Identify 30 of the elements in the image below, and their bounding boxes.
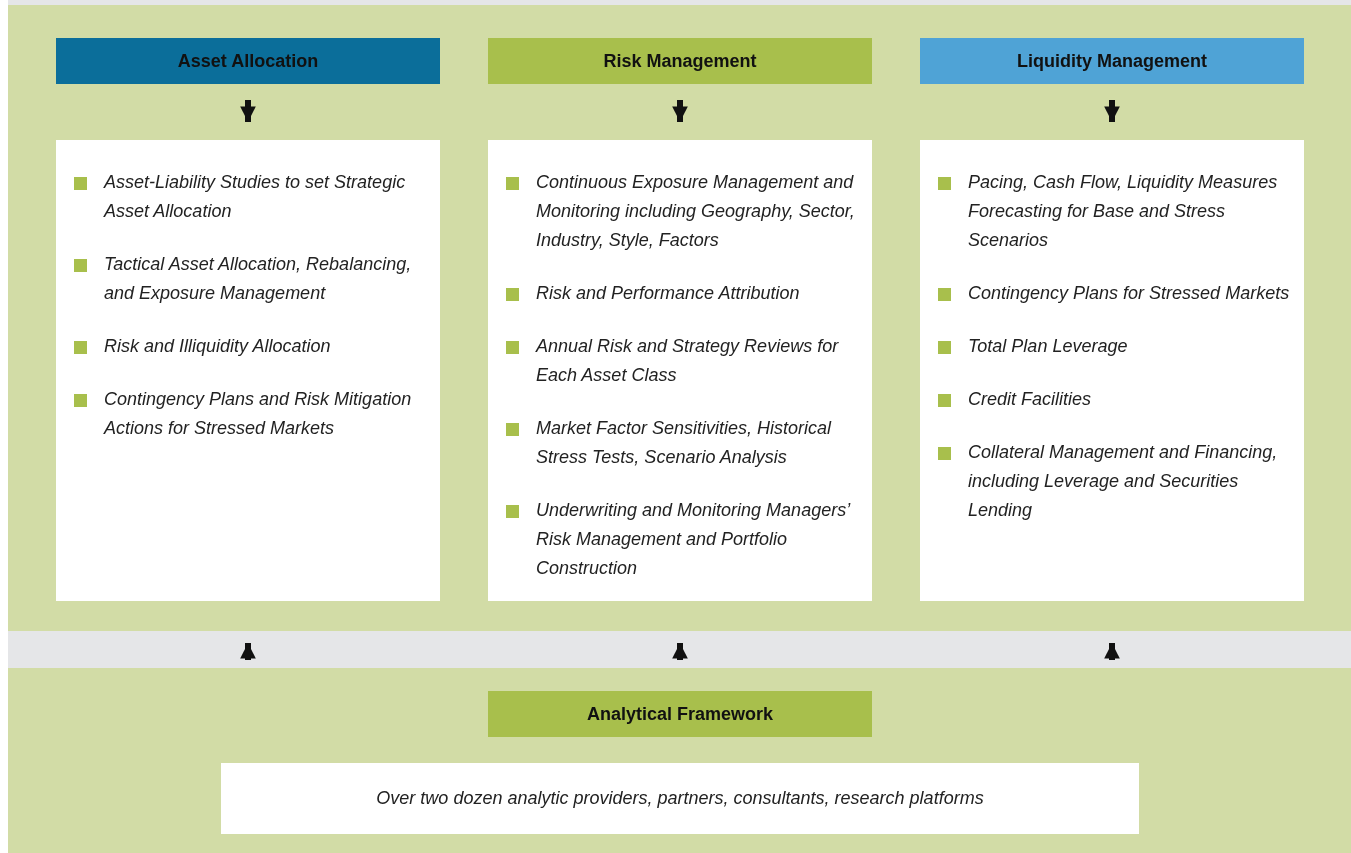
arrow (240, 643, 256, 660)
bullet-text: Underwriting and Monitoring Managers’ Risk Management and Portfolio Construction (536, 500, 850, 578)
bullet-text: Market Factor Sensitivities, Historical Stress Tests, Scenario Analysis (536, 418, 832, 467)
arrow (672, 643, 688, 660)
section-header: Asset Allocation (56, 38, 440, 84)
bullet-text: Risk and Performance Attribution (536, 283, 800, 303)
bullet-text: Contingency Plans and Risk Mitigation Actions for Stressed Markets (104, 389, 412, 438)
bullet-text: Credit Facilities (968, 389, 1092, 409)
arrow (672, 100, 688, 122)
bullet-text: Pacing, Cash Flow, Liquidity Measures Forecasting for Base and Stress Scenarios (968, 172, 1278, 250)
section-header: Liquidity Management (920, 38, 1304, 84)
bullet-list-card (920, 140, 1304, 601)
bullet-text: Contingency Plans for Stressed Markets (968, 283, 1290, 303)
bullet-text: Asset-Liability Studies to set Strategic Asset Allocation (104, 172, 406, 221)
bullet-list-card (56, 140, 440, 601)
bullet-text: Continuous Exposure Management and Monitoring including Geography, Sector, Industry, Style, Factors (536, 172, 855, 250)
bullet-text: Tactical Asset Allocation, Rebalancing, and Exposure Management (104, 254, 412, 303)
top-panel (8, 5, 1351, 631)
note-text: Over two dozen analytic providers, partners, consultants, research platforms (221, 763, 1139, 834)
bullet-text: Collateral Management and Financing, including Leverage and Securities Lending (968, 442, 1278, 520)
bullet-text: Total Plan Leverage (968, 336, 1128, 356)
bullet-text: Annual Risk and Strategy Reviews for Each Asset Class (536, 336, 839, 385)
arrow (1104, 100, 1120, 122)
arrow (1104, 643, 1120, 660)
section-header: Analytical Framework (488, 691, 872, 737)
bullet-list-card (488, 140, 872, 601)
bullet-text: Risk and Illiquidity Allocation (104, 336, 331, 356)
section-header: Risk Management (488, 38, 872, 84)
arrow (240, 100, 256, 122)
bottom-panel (8, 668, 1351, 853)
